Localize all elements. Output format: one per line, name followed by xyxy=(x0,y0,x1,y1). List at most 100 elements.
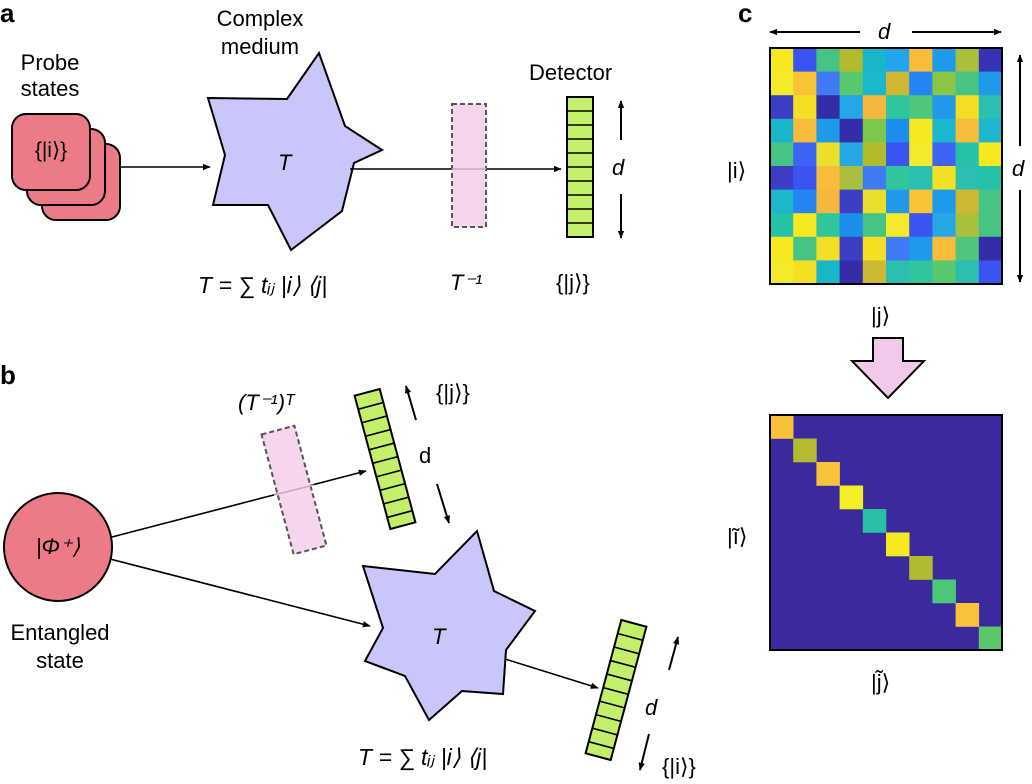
matrix-cell xyxy=(862,166,887,191)
matrix-cell xyxy=(816,213,841,238)
matrix-cell xyxy=(886,142,910,167)
lower-detector-basis: {|i⟩} xyxy=(662,754,696,779)
matrix-cell xyxy=(816,95,841,120)
detector-a-basis: {|j⟩} xyxy=(556,270,590,295)
inverse-transpose-label: (T⁻¹)ᵀ xyxy=(238,390,294,415)
diagonal-cell xyxy=(839,485,864,510)
matrix-cell xyxy=(955,189,980,214)
detector-b-lower-dim-arrow-up xyxy=(668,636,680,671)
matrix-cell xyxy=(909,236,933,261)
matrix-cell xyxy=(816,189,841,214)
matrix-cell xyxy=(793,189,817,214)
matrix-cell xyxy=(978,236,1003,261)
matrix-cell xyxy=(978,166,1003,191)
source-to-medium-arrow xyxy=(109,558,371,628)
matrix-cell xyxy=(886,95,910,120)
diagonal-cell xyxy=(909,556,933,580)
entangled-source xyxy=(3,492,113,602)
matrix-cell xyxy=(770,71,794,96)
matrix-cell xyxy=(932,71,957,96)
corrected-row-label: |ĩ⟩ xyxy=(727,524,748,549)
matrix-cell xyxy=(932,236,957,261)
matrix-cell xyxy=(839,118,864,143)
diagonal-cell xyxy=(886,532,910,557)
matrix-cell xyxy=(793,142,817,167)
matrix-cell xyxy=(839,71,864,96)
matrix-cell xyxy=(909,213,933,238)
probe-state-label: {|i⟩} xyxy=(34,139,68,162)
inverse-modulator-a xyxy=(451,103,487,228)
matrix-cell xyxy=(978,213,1003,238)
corrected-matrix-frame xyxy=(769,414,1003,651)
matrix-cell xyxy=(862,71,887,96)
transmission-matrix-frame xyxy=(769,47,1003,285)
transmission-matrix xyxy=(770,48,1003,285)
probe-label-line1: Probe xyxy=(20,50,80,75)
matrix-cell xyxy=(793,95,817,120)
probe-card-front xyxy=(11,113,91,191)
upper-detector-dimension: d xyxy=(419,443,432,468)
panel-label-b: b xyxy=(0,360,16,390)
matrix-cell xyxy=(839,213,864,238)
matrix-cell xyxy=(932,48,957,73)
complex-medium-a xyxy=(206,50,385,252)
matrix-cell xyxy=(932,189,957,214)
matrix-row-label: |i⟩ xyxy=(727,158,747,183)
panel-label-a: a xyxy=(0,0,15,28)
matrix-cell xyxy=(955,166,980,191)
diagonal-cell xyxy=(793,438,817,463)
matrix-side-dimension: d xyxy=(1012,156,1025,181)
matrix-cell xyxy=(978,142,1003,167)
transform-down-arrow xyxy=(849,337,927,400)
diagonal-cell xyxy=(955,603,980,627)
matrix-cell xyxy=(816,118,841,143)
matrix-col-label: |j⟩ xyxy=(871,303,891,328)
matrix-cell xyxy=(909,166,933,191)
matrix-cell xyxy=(793,48,817,73)
complex-medium-b xyxy=(361,529,537,722)
matrix-cell xyxy=(839,48,864,73)
matrix-cell xyxy=(932,142,957,167)
panel-label-c: c xyxy=(738,0,753,28)
matrix-cell xyxy=(839,166,864,191)
matrix-cell xyxy=(770,48,794,73)
inverse-label-a: T⁻¹ xyxy=(450,270,483,295)
probe-label-line2: states xyxy=(20,76,80,101)
source-to-upper-detector-arrow xyxy=(111,469,367,538)
matrix-cell xyxy=(932,118,957,143)
matrix-cell xyxy=(978,48,1003,73)
matrix-cell xyxy=(909,71,933,96)
detector-a-dimension: d xyxy=(612,155,625,180)
medium-label-line2: medium xyxy=(220,34,300,59)
matrix-cell xyxy=(793,213,817,238)
matrix-cell xyxy=(816,48,841,73)
matrix-cell xyxy=(793,166,817,191)
matrix-cell xyxy=(886,166,910,191)
matrix-cell xyxy=(909,48,933,73)
matrix-cell xyxy=(886,213,910,238)
medium-to-lower-detector-arrow xyxy=(504,658,599,689)
matrix-cell xyxy=(770,95,794,120)
matrix-cell xyxy=(955,213,980,238)
matrix-cell xyxy=(955,236,980,261)
detector-b-lower-dim-arrow-down xyxy=(638,733,650,771)
matrix-cell xyxy=(955,142,980,167)
matrix-cell xyxy=(932,95,957,120)
matrix-cell xyxy=(770,236,794,261)
diagonal-cell xyxy=(816,462,840,486)
matrix-cell xyxy=(886,260,910,285)
matrix-cell xyxy=(955,95,980,120)
matrix-cell xyxy=(955,71,980,96)
matrix-cell xyxy=(816,71,841,96)
matrix-cell xyxy=(932,213,957,238)
matrix-cell xyxy=(955,118,980,143)
matrix-cell xyxy=(886,236,910,261)
matrix-cell xyxy=(862,118,887,143)
entangled-state-symbol: |Φ⁺⟩ xyxy=(35,534,81,559)
matrix-cell xyxy=(978,260,1003,285)
medium-symbol-a: T xyxy=(278,150,292,175)
matrix-cell xyxy=(793,236,817,261)
matrix-cell xyxy=(770,260,794,285)
entangled-label-line1: Entangled xyxy=(10,620,110,645)
entangled-label-line2: state xyxy=(36,648,84,673)
